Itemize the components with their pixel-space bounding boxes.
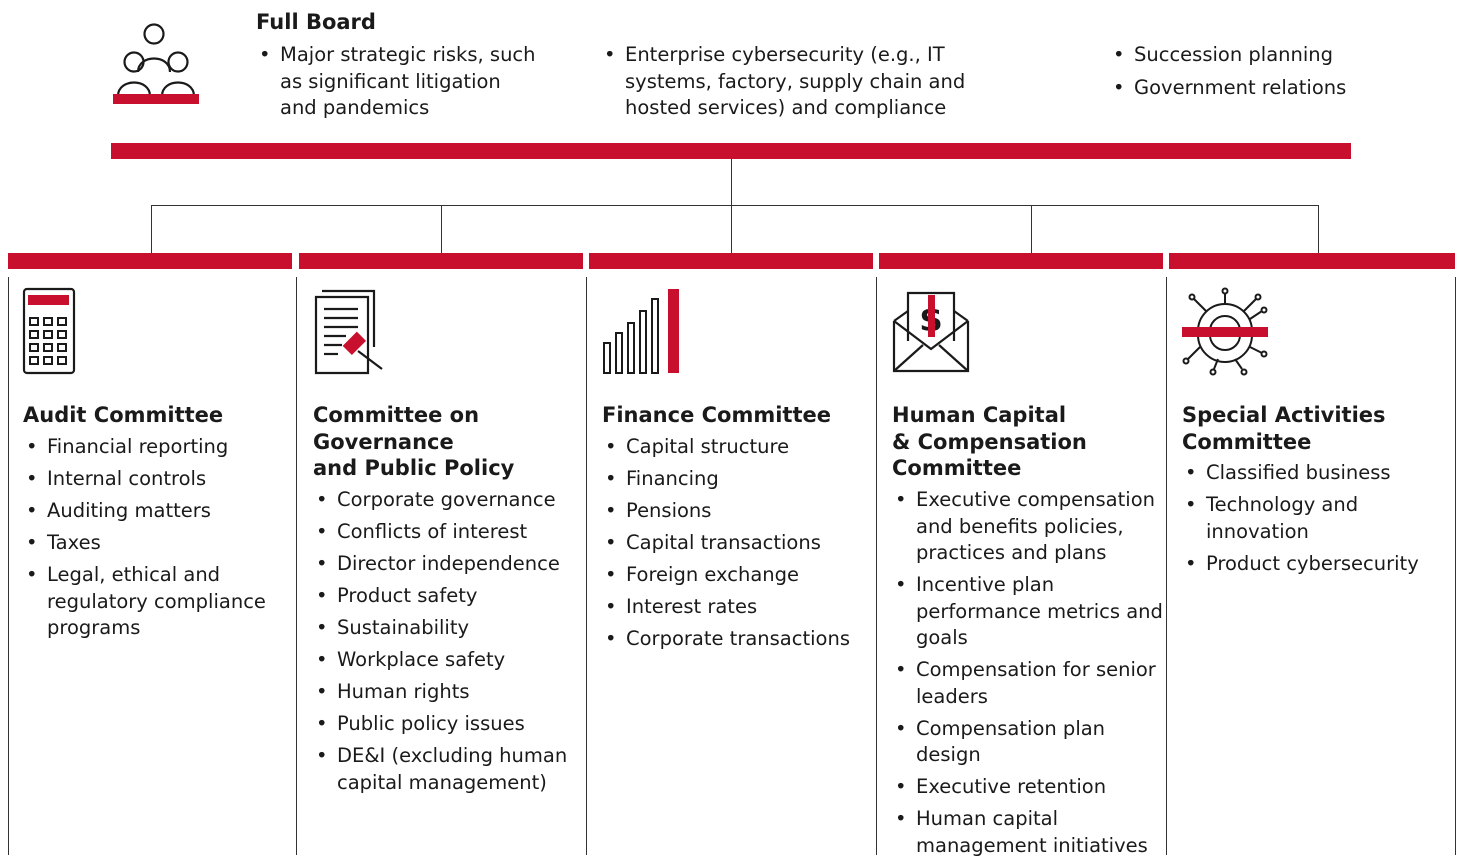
- list-item: Classified business: [1182, 460, 1452, 487]
- connector-line: [731, 159, 732, 206]
- list-item: Major strategic risks, such as significa…: [256, 42, 536, 122]
- list-item: Technology and innovation: [1182, 492, 1452, 545]
- connector-line: [441, 205, 442, 253]
- list-item: Government relations: [1110, 75, 1410, 102]
- committee-bar: [879, 253, 1163, 269]
- list-item: Succession planning: [1110, 42, 1410, 69]
- committee-title: Special Activities Committee: [1182, 403, 1386, 454]
- list-item: Product cybersecurity: [1182, 551, 1452, 578]
- list-item: Taxes: [23, 530, 291, 557]
- list-item: Conflicts of interest: [313, 519, 583, 546]
- connector-line: [1031, 205, 1032, 253]
- full-board-title: Full Board: [256, 10, 376, 34]
- list-item: Internal controls: [23, 466, 291, 493]
- list-item: Incentive plan performance metrics and g…: [892, 572, 1164, 652]
- full-board-list-2: Enterprise cybersecurity (e.g., IT syste…: [601, 42, 1031, 128]
- list-item: Capital transactions: [602, 530, 874, 557]
- committee-list: Financial reporting Internal controls Au…: [23, 434, 291, 647]
- committee-title: Audit Committee: [23, 403, 224, 427]
- network-hub-icon: [1182, 287, 1268, 376]
- calculator-icon: [22, 287, 76, 375]
- list-item: Executive compensation and benefits poli…: [892, 487, 1164, 567]
- connector-line: [1318, 205, 1319, 253]
- column-divider: [586, 277, 587, 855]
- column-divider: [1166, 277, 1167, 855]
- list-item: Enterprise cybersecurity (e.g., IT syste…: [601, 42, 1031, 122]
- list-item: Product safety: [313, 583, 583, 610]
- committee-list: Executive compensation and benefits poli…: [892, 487, 1164, 865]
- column-divider: [876, 277, 877, 855]
- committee-list: Corporate governance Conflicts of intere…: [313, 487, 583, 802]
- list-item: Director independence: [313, 551, 583, 578]
- list-item: DE&I (excluding human capital management…: [313, 743, 583, 796]
- connector-line: [151, 205, 152, 253]
- list-item: Compensation for senior leaders: [892, 657, 1164, 710]
- list-item: Human capital management initiatives: [892, 806, 1164, 859]
- bar-chart-icon: [603, 289, 679, 374]
- committee-bar: [1169, 253, 1455, 269]
- committee-bar: [8, 253, 292, 269]
- list-item: Auditing matters: [23, 498, 291, 525]
- people-group-icon: [113, 23, 199, 104]
- list-item: Foreign exchange: [602, 562, 874, 589]
- list-item: Financial reporting: [23, 434, 291, 461]
- document-gavel-icon: [314, 289, 383, 375]
- committee-bar: [589, 253, 873, 269]
- column-divider: [1455, 277, 1456, 855]
- committee-list: Classified business Technology and innov…: [1182, 460, 1452, 583]
- committee-title: Human Capital & Compensation Committee: [892, 403, 1087, 480]
- list-item: Corporate governance: [313, 487, 583, 514]
- list-item: Executive retention: [892, 774, 1164, 801]
- column-divider: [296, 277, 297, 855]
- connector-line: [151, 205, 1319, 206]
- full-board-list-3: Succession planning Government relations: [1110, 42, 1410, 107]
- list-item: Sustainability: [313, 615, 583, 642]
- list-item: Capital structure: [602, 434, 874, 461]
- full-board-bar: [111, 143, 1351, 159]
- connector-line: [731, 205, 732, 253]
- list-item: Corporate transactions: [602, 626, 874, 653]
- list-item: Pensions: [602, 498, 874, 525]
- committee-list: Capital structure Financing Pensions Cap…: [602, 434, 874, 658]
- column-divider: [8, 277, 9, 855]
- list-item: Workplace safety: [313, 647, 583, 674]
- envelope-dollar-icon: $: [892, 291, 970, 373]
- full-board-list-1: Major strategic risks, such as significa…: [256, 42, 536, 128]
- committee-title: Finance Committee: [602, 403, 831, 427]
- list-item: Legal, ethical and regulatory compliance…: [23, 562, 291, 642]
- committee-bar: [299, 253, 583, 269]
- list-item: Financing: [602, 466, 874, 493]
- list-item: Interest rates: [602, 594, 874, 621]
- list-item: Public policy issues: [313, 711, 583, 738]
- list-item: Human rights: [313, 679, 583, 706]
- committee-title: Committee on Governance and Public Polic…: [313, 403, 515, 480]
- list-item: Compensation plan design: [892, 716, 1164, 769]
